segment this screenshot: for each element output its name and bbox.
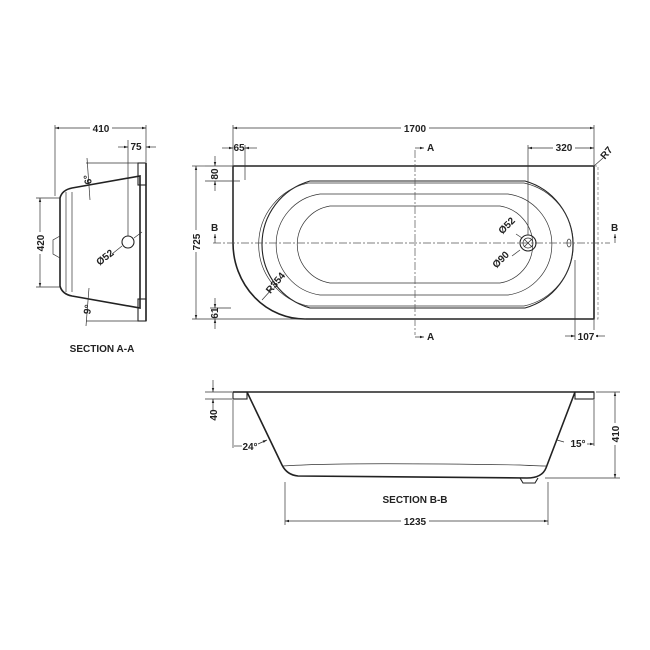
dim-plan-end-radius: R354 <box>264 270 288 296</box>
dim-plan-bottom-rim: 61 <box>210 307 221 319</box>
dim-plan-waste-inner: Ø52 <box>497 215 518 236</box>
dim-plan-waste-outer: Ø90 <box>491 249 512 270</box>
section-a-a-view: 410 75 420 6° 9° Ø52 SECTION A-A <box>34 122 156 355</box>
dim-plan-left-rim: 65 <box>233 143 245 154</box>
plan-view: 1700 65 80 725 61 R354 320 R7 <box>190 122 618 343</box>
dim-section-a-rim: 75 <box>130 142 142 153</box>
section-a-a-title: SECTION A-A <box>70 344 135 355</box>
dim-section-a-waste: Ø52 <box>95 248 117 269</box>
section-marker-a-top: A <box>427 143 434 154</box>
dim-plan-waste-offset: 320 <box>556 143 573 154</box>
section-b-b-title: SECTION B-B <box>383 495 448 506</box>
dim-section-a-angle-top: 6° <box>82 174 94 185</box>
dim-section-b-base-length: 1235 <box>404 517 427 528</box>
dim-section-b-rim-thickness: 40 <box>209 409 220 421</box>
dim-section-a-width: 410 <box>93 124 110 135</box>
section-marker-a-bottom: A <box>427 332 434 343</box>
dim-section-b-depth: 410 <box>611 425 622 442</box>
dim-plan-right-rim: 107 <box>578 332 595 343</box>
dim-plan-top-rim: 80 <box>210 168 221 180</box>
dim-section-b-angle-right: 15° <box>570 439 585 450</box>
section-b-b-view: 40 24° 15° 410 SECTION B-B 1235 <box>205 380 622 528</box>
dim-plan-width: 725 <box>192 233 203 250</box>
section-marker-b-right: B <box>611 223 618 234</box>
dim-section-b-angle-left: 24° <box>242 442 257 453</box>
dim-section-a-height: 420 <box>36 234 47 251</box>
section-marker-b-left: B <box>211 223 218 234</box>
dim-plan-length: 1700 <box>404 124 427 135</box>
dim-section-a-angle-bottom: 9° <box>82 304 94 315</box>
